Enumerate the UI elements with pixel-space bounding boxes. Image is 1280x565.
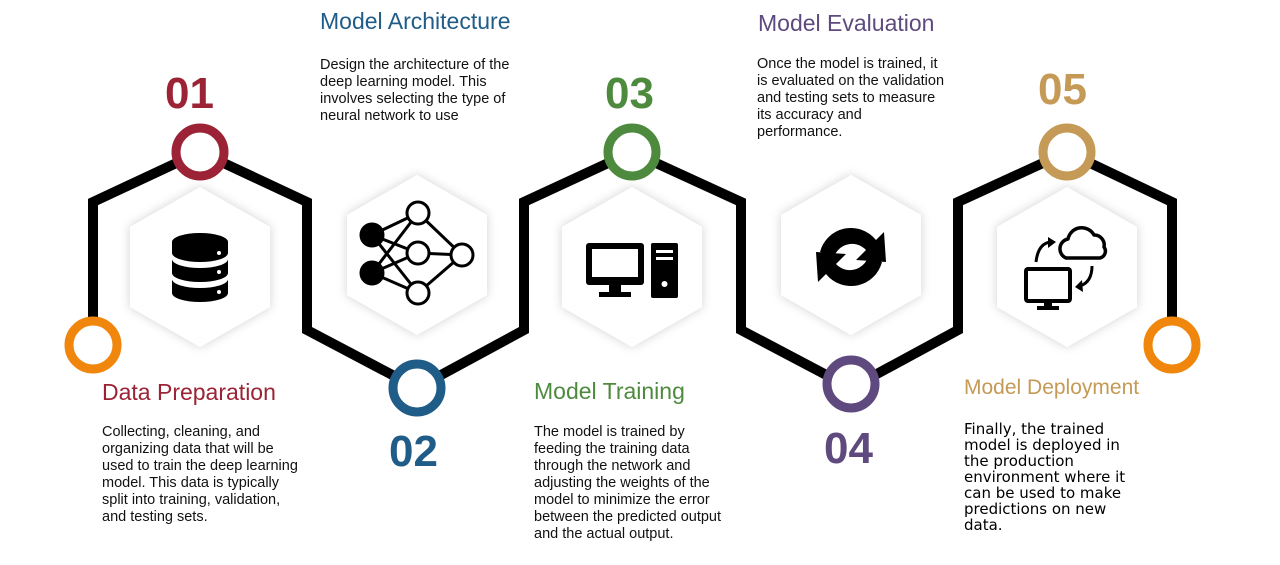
computer-icon [586, 243, 678, 298]
database-icon [172, 233, 228, 302]
hexagon-step-1 [130, 187, 270, 347]
step-3-title: Model Training [534, 378, 685, 404]
step-1-number: 01 [165, 69, 214, 118]
step-2-description: Design the architecture of the deep lear… [320, 57, 510, 124]
step-4-title: Model Evaluation [758, 10, 935, 36]
step-3-number: 03 [605, 69, 654, 118]
ring-step-3 [603, 123, 661, 181]
step-3-description: The model is trained by feeding the trai… [534, 424, 722, 542]
ring-start [64, 316, 122, 374]
step-5-number: 05 [1038, 65, 1087, 114]
step-2-title: Model Architecture [320, 8, 511, 34]
ring-step-4 [822, 355, 880, 413]
step-1-title: Data Preparation [102, 379, 276, 405]
neural-network-icon [359, 200, 475, 306]
step-1-description: Collecting, cleaning, and organizing dat… [102, 424, 298, 525]
refresh-icon [816, 227, 886, 287]
hexagon-step-4 [781, 175, 921, 335]
ring-step-1 [171, 123, 229, 181]
ring-step-5 [1038, 123, 1096, 181]
cloud-deploy-icon [1024, 226, 1108, 310]
ring-end [1143, 316, 1201, 374]
ring-step-2 [388, 359, 446, 417]
step-2-number: 02 [389, 427, 438, 476]
step-5-description: Finally, the trained model is deployed i… [964, 420, 1126, 534]
step-4-description: Once the model is trained, it is evaluat… [757, 56, 945, 140]
step-4-number: 04 [824, 424, 873, 473]
step-5-title: Model Deployment [964, 376, 1140, 399]
